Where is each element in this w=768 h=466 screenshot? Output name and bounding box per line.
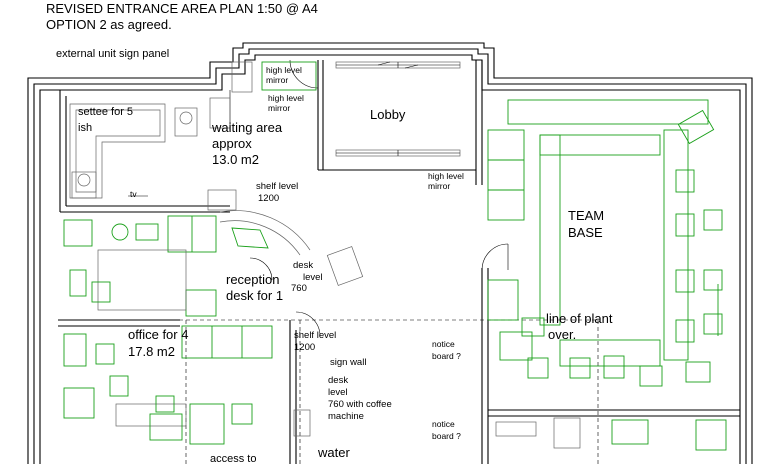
plan-title: REVISED ENTRANCE AREA PLAN 1:50 @ A4 [46, 1, 318, 16]
plan-subtitle: OPTION 2 as agreed. [46, 17, 172, 32]
desk-level-label-2b: level [328, 387, 348, 398]
team-base-furniture [487, 99, 727, 451]
shelf-level-label-1b: 1200 [258, 193, 280, 204]
office-label-b: 17.8 m2 [128, 344, 175, 359]
lobby-doors [335, 61, 461, 157]
settee-label-a: settee for 5 [78, 106, 134, 118]
desk-level-label-2d: machine [328, 411, 364, 422]
settee-label-b: ish [78, 122, 93, 134]
desk-level-label-1b: level [303, 272, 323, 283]
water-label: water [318, 445, 350, 460]
lobby-label: Lobby [370, 107, 406, 122]
desk-level-label-2a: desk [328, 375, 349, 386]
reception-label-b: desk for 1 [226, 288, 284, 303]
office-furniture [63, 325, 311, 445]
notice-board-label-2a: notice [432, 419, 455, 429]
notice-board-label-1a: notice [432, 339, 455, 349]
waiting-label-b: approx [212, 136, 252, 151]
access-label: access to [210, 453, 257, 465]
team-base-label-b: BASE [568, 225, 603, 240]
mirror-label-2b: mirror [268, 103, 291, 113]
desk-level-label-1a: desk [293, 260, 314, 271]
tv-label: tv [130, 189, 137, 199]
mirror-label-1b: mirror [266, 75, 289, 85]
mirror-label-3a: high level [428, 171, 464, 181]
sign-panel-label: external unit sign panel [56, 48, 170, 60]
desk-level-label-1c: 760 [291, 283, 307, 294]
plant-label-a: line of plant [546, 311, 613, 326]
team-base-label-a: TEAM [568, 208, 605, 223]
plant-label-b: over. [548, 327, 577, 342]
shelf-level-label-2a: shelf level [294, 330, 337, 341]
shelf-level-label-1a: shelf level [256, 181, 299, 192]
sign-wall-label: sign wall [330, 357, 367, 368]
notice-board-label-2b: board ? [432, 431, 461, 441]
doors [249, 59, 509, 337]
mirror-label-1a: high level [266, 65, 302, 75]
shelf-level-label-2b: 1200 [294, 342, 316, 353]
reception-label-a: reception [226, 272, 280, 287]
desk-level-label-2c: 760 with coffee [328, 399, 392, 410]
reception-furniture [63, 210, 364, 317]
notice-board-label-1b: board ? [432, 351, 461, 361]
waiting-label-c: 13.0 m2 [212, 152, 259, 167]
waiting-label-a: waiting area [212, 120, 283, 135]
mirror-label-3b: mirror [428, 181, 451, 191]
office-label-a: office for 4 [128, 327, 189, 342]
mirror-label-2a: high level [268, 93, 304, 103]
waiting-furniture [69, 61, 317, 211]
